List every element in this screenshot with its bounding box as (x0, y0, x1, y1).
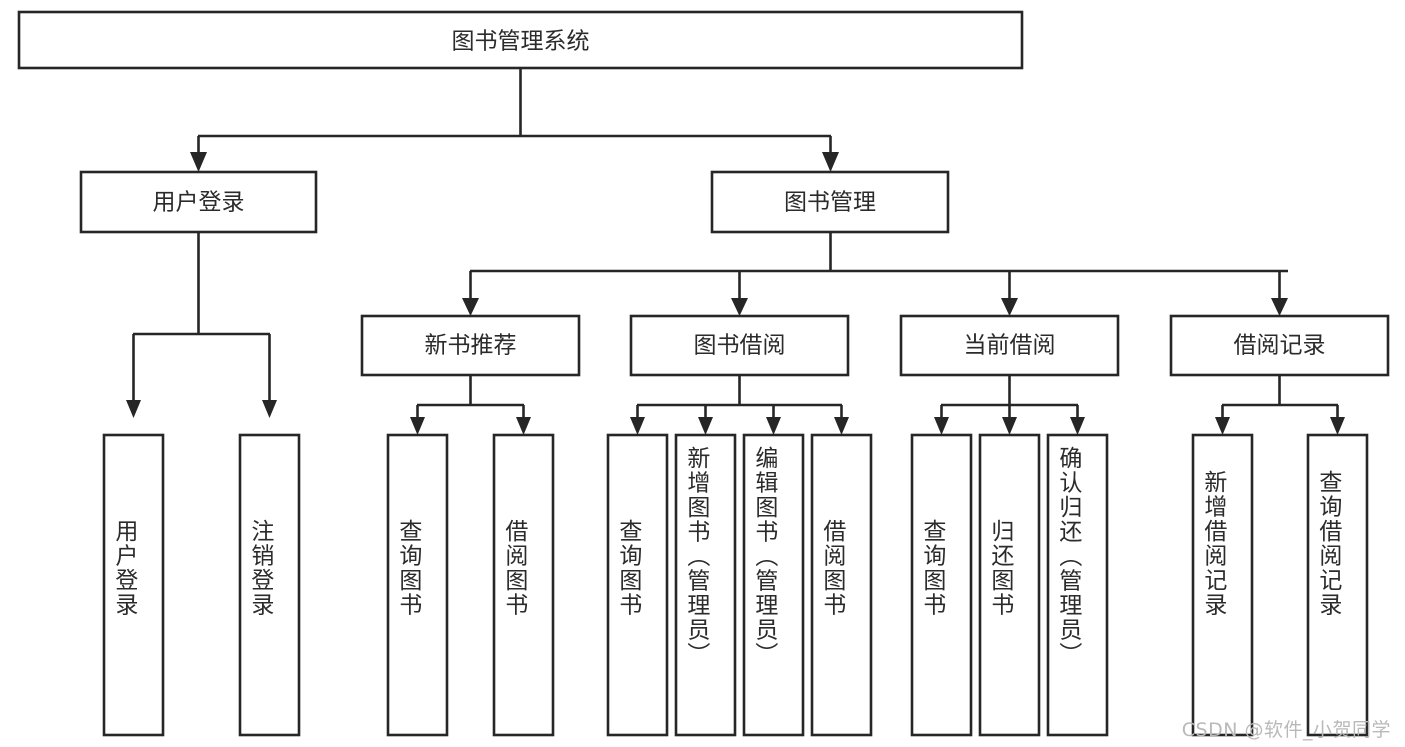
connector-book-borrow-to-leaves (630, 375, 849, 435)
arrowhead-leaf-add-book (698, 417, 713, 435)
node-current-borrow-label: 当前借阅 (964, 333, 1056, 359)
connector-new-book-recommend-to-leaves (410, 375, 531, 435)
leaf-add-record-box[interactable] (1191, 433, 1254, 737)
leaf-query-book-3-box[interactable] (910, 433, 973, 737)
connector-borrow-record-to-leaves (1215, 375, 1345, 435)
arrowhead-leaf-borrow-book-2 (834, 417, 849, 435)
connector-book-manage-to-level3 (462, 232, 1288, 316)
leaf-borrow-book-1-box[interactable] (492, 433, 555, 737)
node-borrow-record-label: 借阅记录 (1234, 333, 1326, 359)
leaf-user-logout-box[interactable] (238, 433, 301, 737)
arrowhead-new-book-recommend (462, 298, 479, 316)
node-book-borrow-label: 图书借阅 (694, 333, 786, 359)
arrowhead-leaf-query-book-3 (934, 417, 949, 435)
leaf-query-book-2-box[interactable] (606, 433, 669, 737)
arrowhead-leaf-add-record (1215, 417, 1230, 435)
arrowhead-leaf-user-login (126, 400, 141, 418)
node-borrow-record[interactable]: 借阅记录 (1169, 314, 1390, 377)
arrowhead-leaf-borrow-book-1 (516, 417, 531, 435)
node-book-manage-label: 图书管理 (784, 190, 876, 216)
node-root-box[interactable] (17, 10, 1024, 70)
arrowhead-book-borrow (731, 298, 748, 316)
leaf-add-book-box[interactable] (674, 433, 737, 737)
arrowhead-leaf-query-record (1330, 417, 1345, 435)
node-new-book-recommend-label: 新书推荐 (425, 333, 517, 359)
node-current-borrow[interactable]: 当前借阅 (899, 314, 1120, 377)
leaf-query-book-1-box[interactable] (386, 433, 449, 737)
node-new-book-recommend-box[interactable] (360, 314, 581, 377)
leaf-borrow-book-2-box[interactable] (810, 433, 873, 737)
arrowhead-borrow-record (1271, 298, 1288, 316)
arrowhead-leaf-return-book (1002, 417, 1017, 435)
node-book-manage[interactable]: 图书管理 (710, 170, 950, 234)
node-new-book-recommend[interactable]: 新书推荐 (360, 314, 581, 377)
arrowhead-book-manage (822, 152, 839, 172)
arrowhead-leaf-query-book-2 (630, 417, 645, 435)
arrowhead-leaf-edit-book (766, 417, 781, 435)
connector-user-login-to-leaves (126, 232, 277, 418)
arrowhead-leaf-confirm-return (1070, 417, 1085, 435)
leaf-user-login-box[interactable] (102, 433, 165, 737)
node-book-manage-box[interactable] (710, 170, 950, 234)
connector-root-to-level2 (190, 68, 839, 172)
node-root[interactable]: 图书管理系统 (17, 10, 1024, 70)
leaf-confirm-return-box[interactable] (1046, 433, 1109, 737)
node-book-borrow[interactable]: 图书借阅 (629, 314, 850, 377)
arrowhead-user-login (190, 152, 207, 172)
arrowhead-current-borrow (1001, 298, 1018, 316)
node-current-borrow-box[interactable] (899, 314, 1120, 377)
node-user-login-label: 用户登录 (153, 190, 245, 216)
csdn-watermark: CSDN @软件_小贺同学 (1181, 719, 1391, 741)
node-book-borrow-box[interactable] (629, 314, 850, 377)
leaf-return-book-box[interactable] (978, 433, 1041, 737)
node-root-label: 图书管理系统 (452, 29, 590, 55)
leaf-edit-book-box[interactable] (742, 433, 805, 737)
node-user-login[interactable]: 用户登录 (79, 170, 318, 234)
leaf-query-record-box[interactable] (1306, 433, 1369, 737)
node-borrow-record-box[interactable] (1169, 314, 1390, 377)
arrowhead-leaf-user-logout (262, 400, 277, 418)
arrowhead-leaf-query-book-1 (410, 417, 425, 435)
connector-current-borrow-to-leaves (934, 375, 1085, 435)
leaf-boxes (102, 433, 1369, 737)
